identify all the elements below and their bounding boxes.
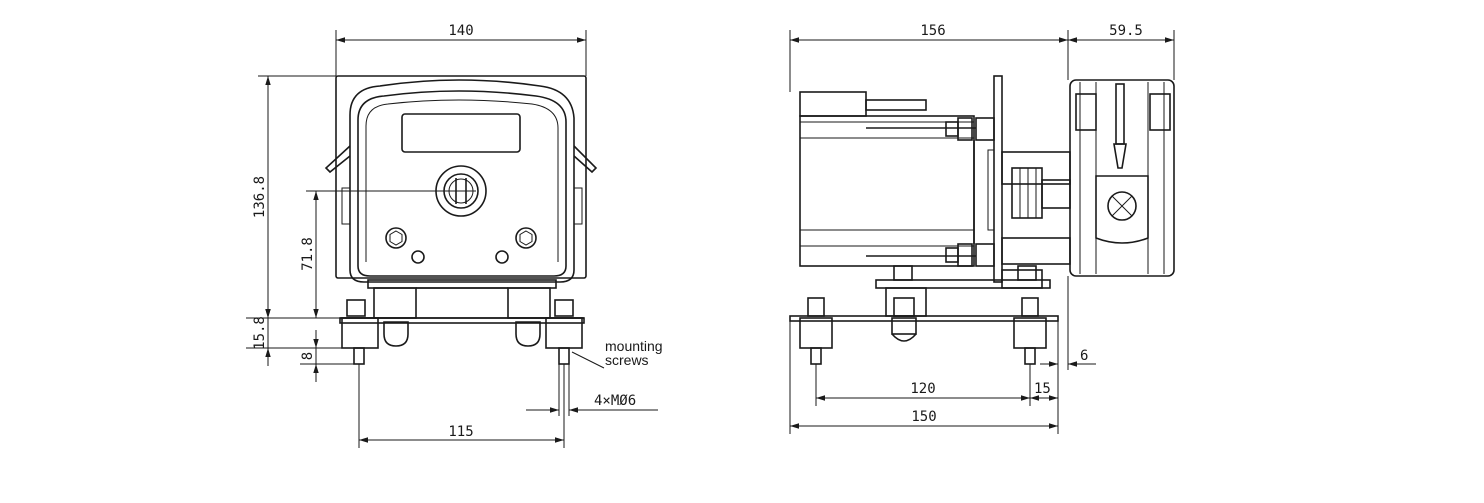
acorn-nut-left bbox=[383, 321, 409, 347]
acorn-nut-right bbox=[515, 321, 541, 347]
pump-head-side bbox=[1069, 79, 1175, 277]
head-screw-left bbox=[385, 227, 407, 249]
display-window bbox=[401, 113, 521, 153]
dim-drive-length: 156 bbox=[920, 23, 945, 39]
dim-plate-offset: 6 bbox=[1080, 348, 1088, 364]
dim-screw-length: 8 bbox=[300, 352, 316, 360]
dim-mounting-spacing: 115 bbox=[448, 424, 473, 440]
front-view: 140 136.8 71.8 15.8 8 115 mounting screw… bbox=[246, 23, 663, 448]
front-base-plate bbox=[339, 317, 585, 324]
head-screw-right bbox=[515, 227, 537, 249]
pump-head-inner-shell bbox=[357, 90, 567, 277]
side-view: 156 59.5 6 120 15 150 bbox=[789, 23, 1175, 434]
side-base-plate bbox=[789, 315, 1059, 322]
motor-cap bbox=[799, 91, 867, 117]
pump-head-shell bbox=[349, 79, 575, 283]
dim-front-height: 136.8 bbox=[252, 176, 268, 218]
label-screw-spec: 4×MØ6 bbox=[594, 393, 636, 409]
dim-edge-offset: 15 bbox=[1034, 381, 1051, 397]
right-clamp-lever bbox=[573, 145, 598, 174]
side-mounting-plate bbox=[993, 75, 1003, 283]
dim-base-length: 150 bbox=[911, 409, 936, 425]
dim-base-height: 15.8 bbox=[252, 316, 268, 350]
tube-clamp bbox=[1095, 175, 1149, 244]
dim-head-depth: 59.5 bbox=[1109, 23, 1143, 39]
label-screws: screws bbox=[605, 352, 649, 368]
left-clamp-lever bbox=[324, 145, 351, 174]
dim-front-width: 140 bbox=[448, 23, 473, 39]
front-back-plate bbox=[335, 75, 587, 279]
mounting-screw-left bbox=[353, 347, 365, 365]
label-mounting: mounting bbox=[605, 338, 663, 354]
mounting-screw-right bbox=[558, 347, 570, 365]
dim-hole-spacing: 120 bbox=[910, 381, 935, 397]
dim-shaft-height: 71.8 bbox=[300, 237, 316, 271]
